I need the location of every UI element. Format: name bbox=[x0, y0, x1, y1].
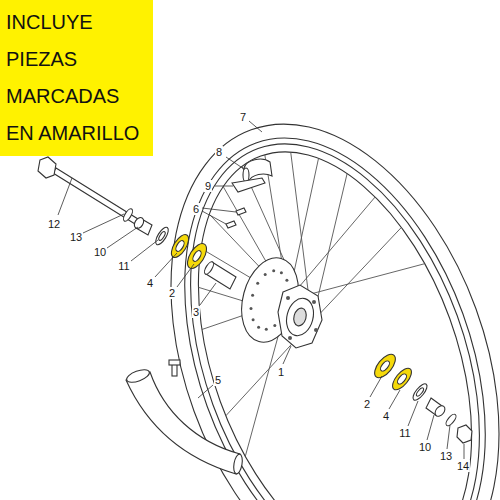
bearing-yellow bbox=[389, 365, 415, 393]
callout-number: 11 bbox=[117, 260, 130, 272]
seal bbox=[153, 225, 170, 246]
spoke-nipple bbox=[226, 221, 236, 228]
spoke-nipple bbox=[236, 208, 246, 215]
bearing-yellow bbox=[371, 351, 400, 382]
disc-hole bbox=[256, 282, 259, 285]
disc-hole bbox=[273, 324, 276, 327]
spoke bbox=[312, 227, 401, 322]
washer bbox=[122, 207, 135, 222]
callout-number: 5 bbox=[214, 374, 222, 386]
axle-nut bbox=[457, 425, 472, 443]
disc-hole bbox=[252, 318, 255, 321]
axle-head bbox=[38, 157, 56, 178]
tire bbox=[110, 78, 500, 500]
callout-number: 4 bbox=[146, 277, 154, 289]
disc-hole bbox=[250, 307, 253, 310]
callout-number: 11 bbox=[398, 427, 411, 439]
spoke bbox=[288, 197, 375, 300]
callout-number: 10 bbox=[418, 441, 432, 453]
hub bbox=[278, 285, 322, 348]
callout-number: 9 bbox=[204, 180, 212, 192]
valve-strip bbox=[232, 178, 265, 192]
disc-hole bbox=[264, 273, 267, 276]
tube-end bbox=[125, 367, 151, 385]
note-box: INCLUYE PIEZAS MARCADAS EN AMARILLO bbox=[0, 0, 153, 156]
callout-number: 6 bbox=[192, 203, 200, 215]
disc-hole bbox=[257, 326, 260, 329]
callout-number: 12 bbox=[47, 218, 61, 230]
disc-hole bbox=[280, 271, 283, 274]
callout-number: 10 bbox=[93, 246, 107, 258]
callout-number: 8 bbox=[215, 146, 223, 158]
tube-valve bbox=[172, 364, 177, 376]
callout-number: 2 bbox=[363, 398, 371, 410]
disc-hole bbox=[272, 269, 275, 272]
disc-hole bbox=[251, 294, 254, 297]
callout-number: 1 bbox=[277, 366, 285, 378]
tube-end bbox=[232, 453, 243, 474]
callout-number: 2 bbox=[168, 287, 176, 299]
seal bbox=[411, 382, 430, 403]
disc-hole bbox=[265, 328, 268, 331]
callout-number: 14 bbox=[456, 460, 470, 472]
hub-boss bbox=[283, 295, 318, 338]
bearing-yellow bbox=[168, 232, 192, 260]
callout-number: 13 bbox=[439, 450, 453, 462]
washer bbox=[444, 413, 457, 428]
axle bbox=[53, 168, 138, 224]
spokes bbox=[198, 152, 424, 456]
callout-number: 13 bbox=[69, 231, 83, 243]
callout-number: 3 bbox=[192, 306, 200, 318]
disc-hole bbox=[285, 279, 288, 282]
axle-hole bbox=[292, 307, 308, 327]
note-text: INCLUYE PIEZAS MARCADAS EN AMARILLO bbox=[6, 4, 146, 152]
leader-lines bbox=[58, 121, 464, 459]
callout-number: 4 bbox=[382, 410, 390, 422]
callout-number: 7 bbox=[239, 111, 247, 123]
inner-tube bbox=[126, 372, 240, 474]
